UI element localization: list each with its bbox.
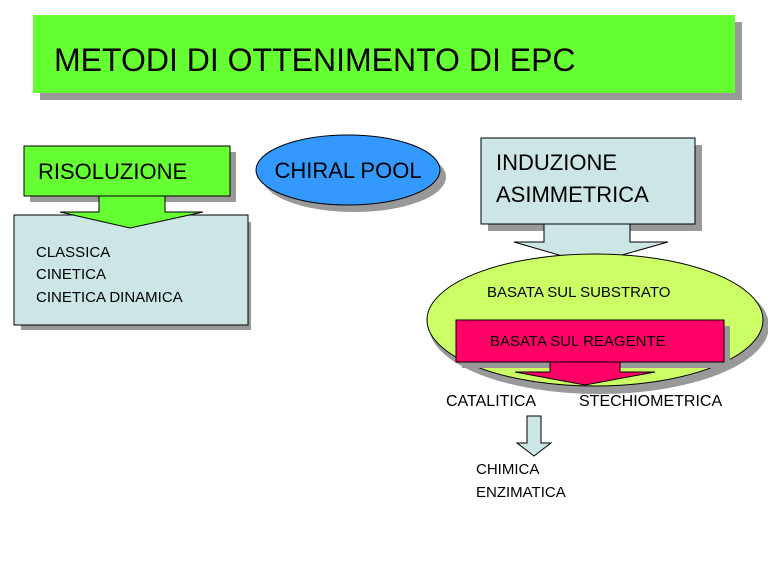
stechiometrica-label: STECHIOMETRICA <box>579 393 722 410</box>
page-title: METODI DI OTTENIMENTO DI EPC <box>54 42 576 78</box>
risoluzione-group: RISOLUZIONE CLASSICA CINETICA CINETICA D… <box>13 145 251 330</box>
reagente-arrow <box>514 361 656 386</box>
reagente-label: BASATA SUL REAGENTE <box>490 333 666 350</box>
induzione-box <box>480 137 696 225</box>
catalitica-label: CATALITICA <box>446 393 536 410</box>
induzione-group: INDUZIONE ASIMMETRICA BASATA SUL SUBSTRA… <box>426 137 768 501</box>
risoluzione-box <box>23 145 231 197</box>
chiral-pool-group: CHIRAL POOL <box>255 134 446 212</box>
induzione-label-line2: ASIMMETRICA <box>496 182 649 207</box>
reagente-box <box>455 319 725 363</box>
title-box <box>33 15 735 93</box>
substrato-label: BASATA SUL SUBSTRATO <box>487 284 670 301</box>
induzione-arrow <box>513 223 669 265</box>
chiral-pool-label: CHIRAL POOL <box>274 158 421 183</box>
risoluzione-methods-box <box>13 214 249 326</box>
method-item: CLASSICA <box>36 244 110 261</box>
induzione-label-line1: INDUZIONE <box>496 150 617 175</box>
risoluzione-arrow <box>59 195 204 229</box>
title-banner: METODI DI OTTENIMENTO DI EPC <box>33 15 742 100</box>
method-item: CINETICA DINAMICA <box>36 289 183 306</box>
chiral-pool-ellipse <box>255 134 441 206</box>
outcome-item: CHIMICA <box>476 461 539 478</box>
method-item: CINETICA <box>36 266 106 283</box>
risoluzione-label: RISOLUZIONE <box>38 159 187 184</box>
outcome-item: ENZIMATICA <box>476 484 566 501</box>
catalitica-arrow <box>515 415 553 457</box>
